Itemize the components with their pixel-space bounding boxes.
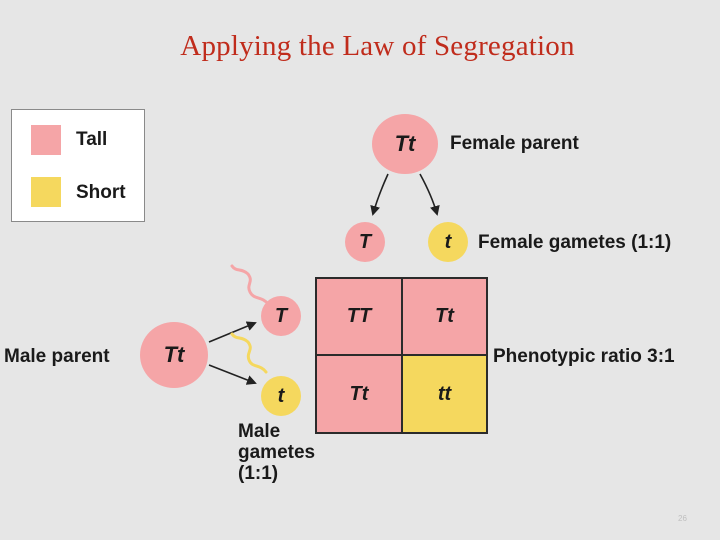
legend-label-tall: Tall bbox=[76, 129, 108, 150]
page-title: Applying the Law of Segregation bbox=[180, 30, 575, 62]
female-parent-circle: Tt bbox=[372, 114, 438, 174]
female-gamete-T: T bbox=[345, 222, 385, 262]
sperm-tail-T bbox=[230, 264, 270, 306]
legend-swatch-tall bbox=[31, 125, 61, 155]
female-gamete-t: t bbox=[428, 222, 468, 262]
legend: Tall Short bbox=[11, 109, 145, 222]
female-gametes-label: Female gametes (1:1) bbox=[478, 232, 672, 253]
arrow-male-t bbox=[208, 364, 257, 385]
male-gametes-label-line-2: gametes bbox=[238, 442, 316, 463]
male-gametes-label-line-3: (1:1) bbox=[238, 463, 279, 484]
male-gametes-label-line-1: Male bbox=[238, 421, 281, 442]
arrow-female-t bbox=[419, 173, 440, 216]
page-number: 26 bbox=[678, 514, 687, 523]
punnett-cell-Tt-top: Tt bbox=[403, 279, 486, 356]
punnett-cell-TT: TT bbox=[317, 279, 403, 356]
legend-swatch-short bbox=[31, 177, 61, 207]
male-parent-circle: Tt bbox=[140, 322, 208, 388]
male-gametes-label: Male gametes (1:1) bbox=[238, 421, 315, 484]
male-parent-label: Male parent bbox=[4, 346, 110, 367]
male-gamete-T: T bbox=[261, 296, 301, 336]
phenotypic-ratio-label: Phenotypic ratio 3:1 bbox=[493, 346, 675, 367]
punnett-square: TT Tt Tt tt bbox=[315, 277, 488, 434]
female-parent-label: Female parent bbox=[450, 133, 579, 154]
arrow-female-T bbox=[370, 173, 389, 216]
sperm-tail-t bbox=[230, 332, 268, 374]
punnett-cell-Tt-bottom: Tt bbox=[317, 356, 403, 432]
punnett-cell-tt: tt bbox=[403, 356, 486, 432]
male-gamete-t: t bbox=[261, 376, 301, 416]
legend-label-short: Short bbox=[76, 182, 126, 203]
